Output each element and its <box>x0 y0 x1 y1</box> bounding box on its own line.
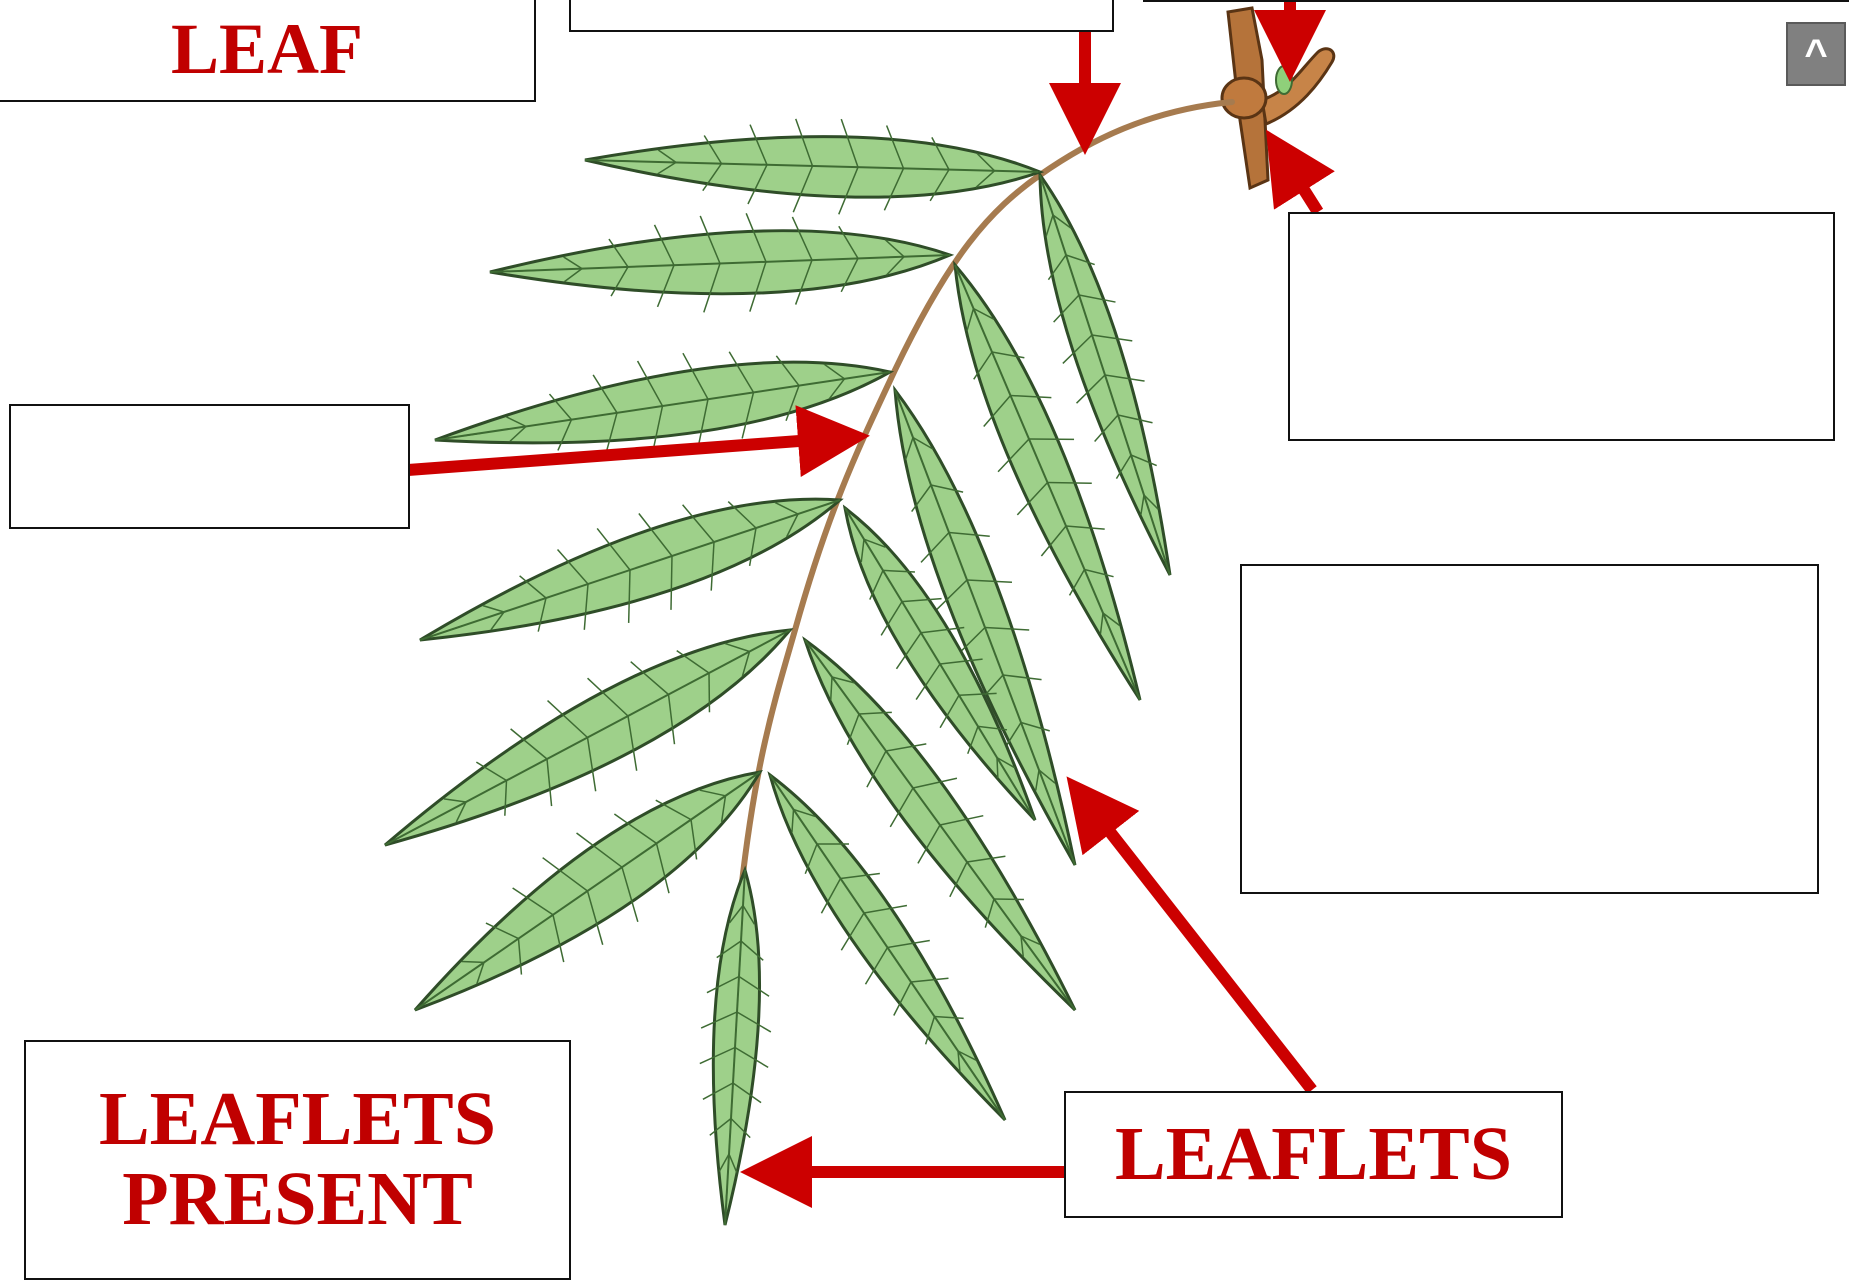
twig <box>1222 8 1334 188</box>
arrow-twig <box>1282 155 1318 212</box>
leaflet-vein <box>726 1190 727 1208</box>
label-box-blank-top[interactable] <box>569 0 1114 32</box>
label-box-blank-right-lower[interactable] <box>1240 564 1819 894</box>
leaflet-vein <box>671 556 672 610</box>
label-leaflets: LEAFLETS <box>1115 1115 1512 1195</box>
label-leaflets-present-line1: LEAFLETS <box>99 1080 496 1160</box>
label-box-blank-left[interactable] <box>9 404 410 529</box>
leaflet-vein <box>462 961 484 962</box>
label-box-leaflets-present: LEAFLETS PRESENT <box>24 1040 571 1280</box>
label-leaf: LEAF <box>171 12 363 88</box>
label-box-leaflets: LEAFLETS <box>1064 1091 1563 1218</box>
label-box-leaf: LEAF <box>0 0 536 102</box>
leaflet-vein <box>1048 483 1092 484</box>
label-box-blank-top-right[interactable] <box>1143 0 1849 2</box>
caret-up-icon[interactable]: ^ <box>1786 22 1846 86</box>
label-leaflets-present-line2: PRESENT <box>122 1160 473 1240</box>
leaflet-vein <box>518 270 536 271</box>
label-box-blank-right-upper[interactable] <box>1288 212 1835 441</box>
leaflet-vein <box>997 758 998 779</box>
